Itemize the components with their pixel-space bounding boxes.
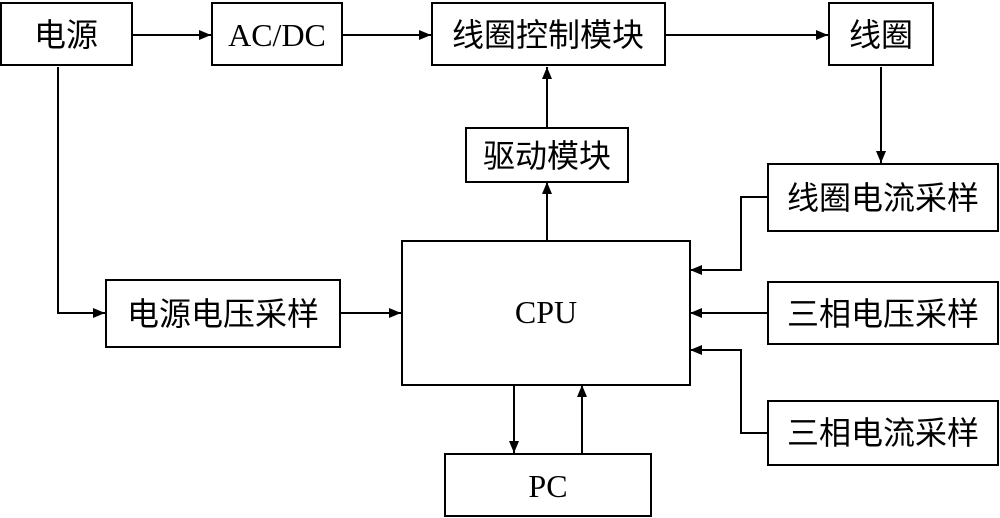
node-pc: PC <box>444 453 652 517</box>
connectors <box>57 30 886 453</box>
node-pc-label: PC <box>528 468 567 504</box>
node-three-phase-current-sampling-label: 三相电流采样 <box>787 414 979 452</box>
node-three-phase-voltage-sampling-label: 三相电压采样 <box>787 295 979 333</box>
node-three-phase-voltage-sampling: 三相电压采样 <box>767 281 999 345</box>
node-three-phase-current-sampling: 三相电流采样 <box>767 400 999 466</box>
node-acdc: AC/DC <box>211 2 343 66</box>
arrow-power-to-supply-voltage-sampling <box>57 67 105 318</box>
node-cpu-label: CPU <box>515 294 577 330</box>
node-coil: 线圈 <box>828 2 934 66</box>
node-coil-current-sampling-label: 线圈电流采样 <box>787 179 979 217</box>
node-supply-voltage-sampling: 电源电压采样 <box>105 279 341 348</box>
node-acdc-label: AC/DC <box>228 17 326 53</box>
node-power: 电源 <box>0 2 133 66</box>
node-coil-current-sampling: 线圈电流采样 <box>767 163 999 232</box>
arrow-coil-current-sampling-to-cpu <box>690 196 767 275</box>
node-coil-control-label: 线圈控制模块 <box>452 16 644 54</box>
node-driver: 驱动模块 <box>465 127 629 183</box>
node-coil-control: 线圈控制模块 <box>431 2 666 66</box>
node-coil-label: 线圈 <box>849 16 913 54</box>
arrow-three-phase-current-sampling-to-cpu <box>690 345 767 434</box>
node-power-label: 电源 <box>34 16 98 54</box>
node-cpu: CPU <box>401 240 691 386</box>
node-supply-voltage-sampling-label: 电源电压采样 <box>127 295 319 333</box>
node-driver-label: 驱动模块 <box>483 137 611 175</box>
